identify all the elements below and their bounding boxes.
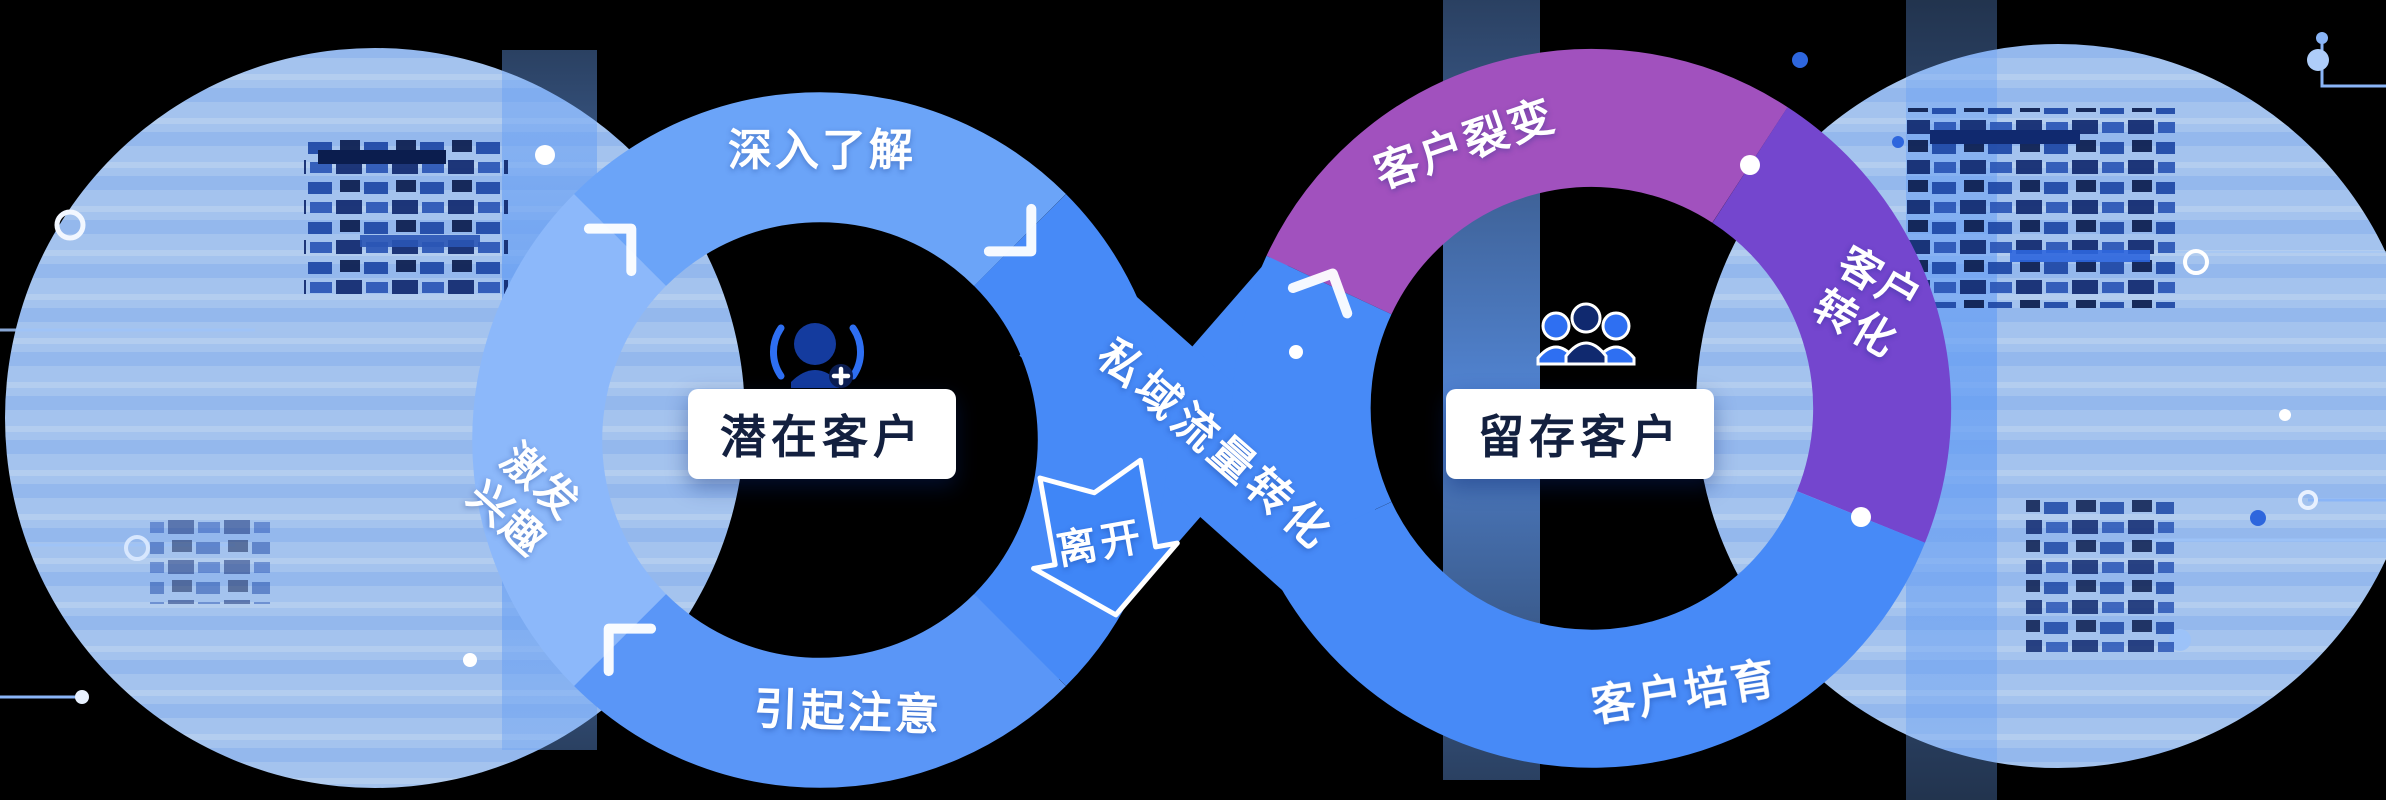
circuit-line-mid-right (2298, 490, 2386, 510)
stage-attention-label: 引起注意 (753, 683, 943, 742)
left-funnel-ring (472, 92, 1168, 788)
deco-dot (2307, 49, 2329, 71)
deco-dot (1792, 52, 1808, 68)
segment-convert (1711, 107, 1952, 543)
joint-dot (1740, 155, 1760, 175)
prospect-listening-icon (769, 323, 865, 388)
stage-understand-label: 深入了解 (728, 125, 916, 176)
prospect-center-card: 潜在客户 (688, 389, 956, 479)
retention-center-card: 留存客户 (1446, 389, 1714, 479)
deco-dot (1892, 136, 1904, 148)
segment-interest (472, 194, 667, 686)
deco-dot (2169, 629, 2191, 651)
joint-dot (1851, 507, 1871, 527)
pixel-mosaic-left (304, 137, 508, 295)
segment-fission (1266, 48, 1788, 316)
chevron-icon (583, 223, 637, 277)
joint-dot (463, 653, 477, 667)
circuit-line-bottom-left (0, 690, 89, 704)
pixel-mosaic-right-top (1907, 108, 2175, 308)
customer-group-icon (1536, 302, 1636, 366)
chevron-icon (603, 623, 657, 677)
segment-nurture (1266, 490, 1925, 768)
ring-dot (124, 535, 150, 561)
deco-dot (2250, 510, 2266, 526)
segment-entry-left (1232, 255, 1393, 561)
segment-exit-right (973, 194, 1168, 686)
chevron-icon (1287, 268, 1353, 319)
segment-attention (574, 593, 1066, 788)
flow-chevrons (583, 203, 1353, 677)
ring-dot (54, 209, 86, 241)
segment-understand (574, 92, 1066, 287)
joint-dot (1289, 345, 1303, 359)
right-retention-ring (1232, 48, 1952, 768)
pixel-mosaic-left-low (150, 520, 270, 604)
deco-dot (2279, 409, 2291, 421)
chevron-icon (983, 203, 1037, 257)
pixel-mosaic-right-mid (2026, 500, 2174, 652)
leave-arrow (1031, 457, 1180, 618)
ring-dot (2183, 249, 2209, 275)
joint-dot (535, 145, 555, 165)
segment-joint-dots (463, 145, 1871, 667)
